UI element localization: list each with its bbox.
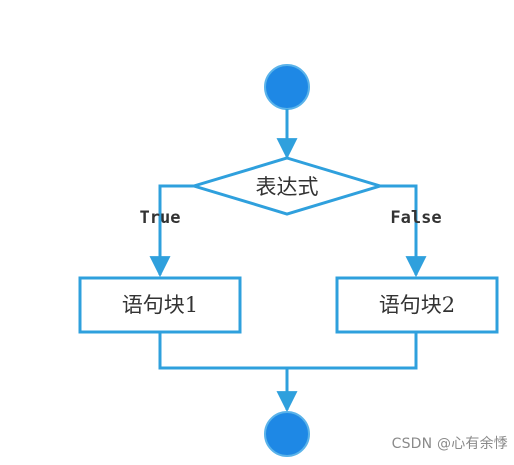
watermark-text: CSDN @心有余悸‍ [391,436,508,452]
condition-label: 表达式 [256,175,319,199]
false-branch-label: False [390,208,441,228]
statement-block-2-label: 语句块2 [379,293,455,317]
merge-line [158,332,418,370]
start-node [264,64,310,110]
false-branch-line [380,184,427,278]
statement-block-1 [78,276,242,334]
condition-diamond [188,156,386,216]
true-branch-line [149,184,194,278]
statement-block-2 [335,276,499,334]
true-branch-label: True [140,208,181,228]
end-node [264,411,310,457]
statement-block-1-label: 语句块1 [122,293,198,317]
